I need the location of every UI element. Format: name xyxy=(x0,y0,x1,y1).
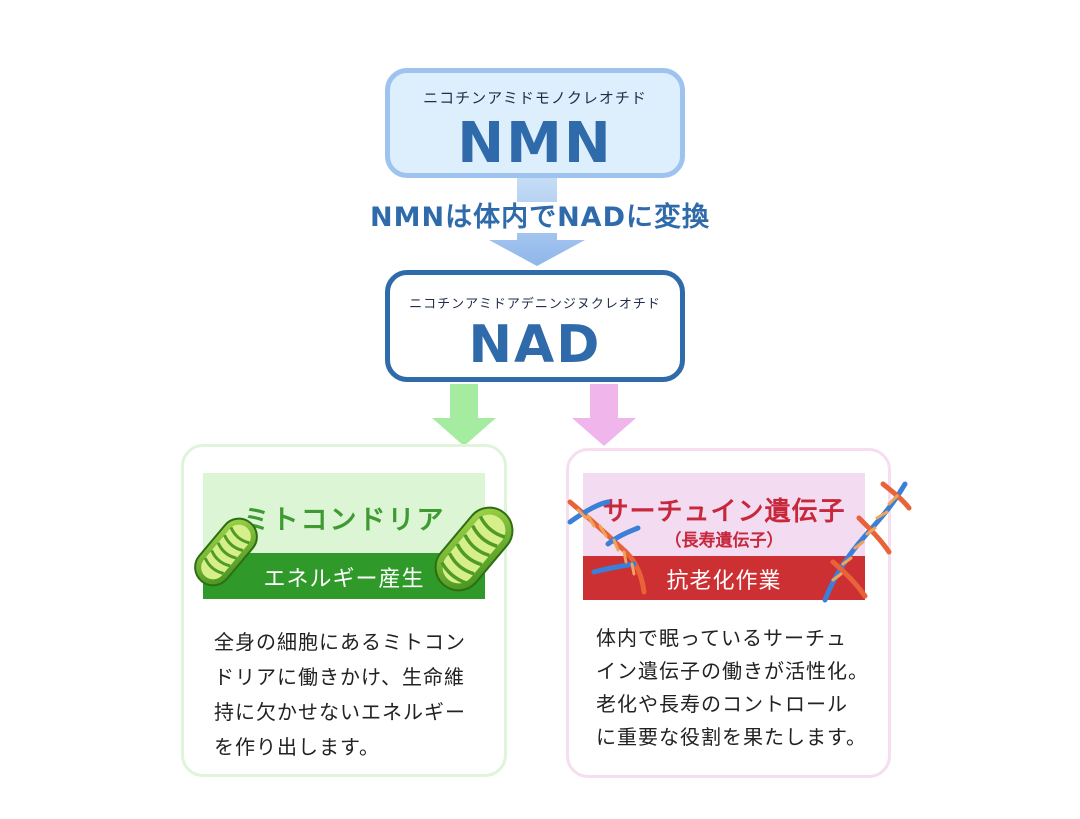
nad-subtitle: ニコチンアミドアデニンジヌクレオチド xyxy=(409,297,661,312)
sirtuin-header xyxy=(583,473,865,556)
description-line: イン遺伝子の働きが活性化。 xyxy=(596,659,869,683)
dna-icon xyxy=(822,481,912,603)
sirtuin-band-label: 抗老化作業 xyxy=(666,569,782,594)
nad-box: ニコチンアミドアデニンジヌクレオチド NAD xyxy=(385,270,685,382)
mitochondria-title: ミトコンドリア xyxy=(242,505,446,536)
nmn-box: ニコチンアミドモノクレオチド NMN xyxy=(385,68,685,178)
description-line: を作り出します。 xyxy=(214,735,380,759)
description-line: 老化や長寿のコントロール xyxy=(596,692,848,716)
mitochondria-band-label: エネルギー産生 xyxy=(263,567,425,592)
green-arrow-icon xyxy=(432,384,496,446)
sirtuin-title: サーチュイン遺伝子 xyxy=(602,497,846,527)
pink-arrow-icon xyxy=(572,384,636,446)
description-line: 体内で眠っているサーチュ xyxy=(596,626,847,650)
description-line: 全身の細胞にあるミトコン xyxy=(214,630,466,654)
sirtuin-description: 体内で眠っているサーチュ イン遺伝子の働きが活性化。 老化や長寿のコントロール … xyxy=(596,622,876,754)
nmn-subtitle: ニコチンアミドモノクレオチド xyxy=(423,89,647,107)
nmn-title: NMN xyxy=(457,111,613,176)
dna-icon xyxy=(567,499,647,595)
description-line: 持に欠かせないエネルギー xyxy=(214,700,466,724)
description-line: ドリアに働きかけ、生命維 xyxy=(214,665,465,689)
description-line: に重要な役割を果たします。 xyxy=(596,725,867,749)
mitochondria-description: 全身の細胞にあるミトコン ドリアに働きかけ、生命維 持に欠かせないエネルギー を… xyxy=(214,625,494,765)
conversion-text: NMNは体内でNADに変換 xyxy=(300,195,780,234)
nad-title: NAD xyxy=(468,315,602,375)
mitochondria-icon xyxy=(194,517,258,587)
mitochondria-icon xyxy=(434,506,514,592)
sirtuin-subtitle: （長寿遺伝子） xyxy=(664,531,784,551)
